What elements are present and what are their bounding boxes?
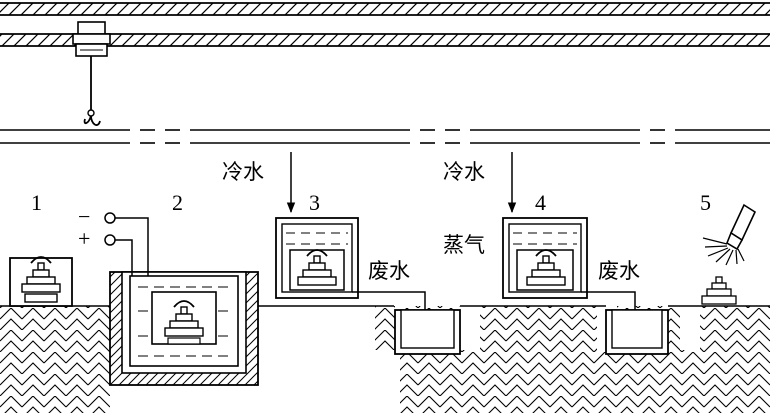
station-4-inlet-label: 冷水 xyxy=(443,160,485,184)
station-4-outlet-label: 废水 xyxy=(598,259,640,283)
spray-nozzle-icon xyxy=(702,203,757,266)
station-4-steam-label: 蒸气 xyxy=(443,233,485,257)
station-5-piece xyxy=(701,276,737,305)
station-1-number: 1 xyxy=(31,190,42,215)
hoist-hook-icon xyxy=(72,21,111,126)
crane-beam xyxy=(0,33,770,47)
transport-line xyxy=(0,129,770,144)
station-3-tank xyxy=(275,217,359,299)
station-3-outlet-label: 废水 xyxy=(368,259,410,283)
station-3-drain-pit xyxy=(394,309,461,355)
station-2-number: 2 xyxy=(172,190,183,215)
station-4-drain-pit xyxy=(605,309,669,355)
station-1-box xyxy=(9,256,73,307)
station-4-number: 4 xyxy=(535,190,546,215)
station-3-inlet-label: 冷水 xyxy=(222,160,264,184)
station-5-number: 5 xyxy=(700,190,711,215)
negative-terminal-label: − xyxy=(78,204,90,229)
electrode-wires xyxy=(104,212,149,276)
crane-rail xyxy=(0,2,770,16)
station-2-tank xyxy=(109,271,259,386)
positive-terminal-label: + xyxy=(78,226,90,251)
station-4-tank xyxy=(502,217,588,299)
station-3-number: 3 xyxy=(309,190,320,215)
